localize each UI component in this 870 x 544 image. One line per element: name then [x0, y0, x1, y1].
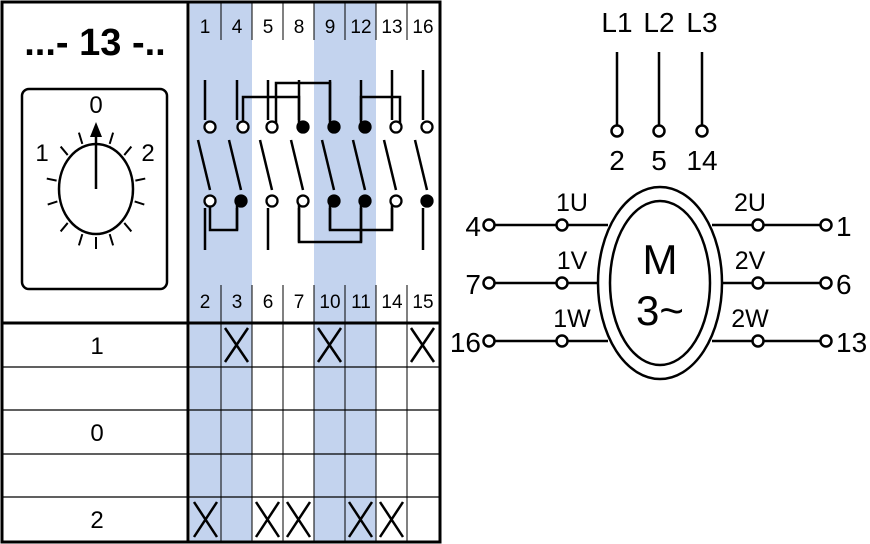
dial-tick — [123, 145, 133, 156]
supply-terminal-2: 2 — [609, 145, 625, 176]
switch-program-title: ...- 13 -.. — [24, 22, 165, 64]
contact-node — [389, 120, 403, 134]
dial-tick — [46, 177, 57, 182]
dial-tick — [134, 200, 145, 206]
motor-inner-ring — [608, 199, 712, 367]
supply-terminal-14: 14 — [686, 145, 717, 176]
contact-nodes — [203, 120, 434, 208]
terminal-1-label: 1 — [836, 211, 852, 242]
winding-1v-label: 1V — [557, 247, 588, 275]
closed-mark-x — [409, 327, 436, 363]
supply-label-l3: L3 — [686, 7, 717, 38]
contact-node — [327, 194, 341, 208]
dial-label-2: 2 — [141, 140, 154, 167]
bottom-terminal-3: 3 — [232, 292, 243, 313]
terminal-13-label: 13 — [836, 327, 867, 358]
contact-node — [265, 120, 279, 134]
winding-2v-label: 2V — [735, 247, 766, 275]
dial-tick — [108, 132, 115, 145]
motor-phase-type: 3~ — [636, 287, 684, 334]
top-terminal-5: 5 — [263, 17, 274, 38]
contact-node — [420, 194, 434, 208]
closed-mark-x — [316, 327, 343, 363]
dial-label-1: 1 — [35, 140, 48, 167]
dial-ticks — [46, 132, 146, 249]
contact-node — [203, 120, 217, 134]
winding-2w-label: 2W — [731, 305, 769, 333]
terminal-6-label: 6 — [836, 269, 852, 300]
contact-node — [234, 194, 248, 208]
contact-node — [296, 120, 310, 134]
bottom-terminal-6: 6 — [263, 292, 274, 313]
top-terminal-4: 4 — [232, 17, 243, 38]
closed-mark-x — [254, 501, 281, 538]
closed-mark-x — [378, 501, 405, 538]
winding-1u-label: 1U — [556, 189, 588, 217]
winding-1w-label: 1W — [553, 305, 591, 333]
top-terminal-8: 8 — [294, 17, 305, 38]
terminal-4-label: 4 — [465, 211, 481, 242]
position-label: 0 — [90, 420, 103, 447]
winding-terminals — [482, 218, 833, 348]
column-separators — [220, 2, 408, 542]
dial-box — [20, 87, 169, 291]
top-terminal-1: 1 — [200, 17, 211, 38]
bottom-terminal-7: 7 — [294, 292, 305, 313]
closed-contact-marks — [192, 327, 436, 538]
dial-tick — [77, 132, 84, 145]
supply-label-l1: L1 — [601, 7, 632, 38]
top-terminal-13: 13 — [381, 17, 402, 38]
bottom-terminal-2: 2 — [200, 292, 211, 313]
bottom-terminal-15: 15 — [412, 292, 433, 313]
winding-lines — [495, 223, 820, 343]
contact-node — [389, 194, 403, 208]
contact-node — [327, 120, 341, 134]
motor-circuit: L1 L2 L3 2 5 14 — [450, 7, 867, 381]
closed-mark-x — [347, 501, 374, 538]
supply-terminal-5: 5 — [651, 145, 667, 176]
contact-node — [296, 194, 310, 208]
bottom-terminal-11: 11 — [351, 292, 371, 313]
motor-symbol: M — [643, 236, 678, 283]
contact-node — [236, 120, 250, 134]
contact-node — [203, 194, 217, 208]
dial-tick — [59, 145, 69, 156]
winding-2u-label: 2U — [734, 189, 766, 217]
dial-tick — [47, 200, 58, 206]
dial-tick — [108, 233, 115, 246]
terminal-7-label: 7 — [465, 269, 481, 300]
switch-contact-wiring — [196, 70, 429, 250]
position-labels: 1 0 2 — [90, 333, 103, 534]
top-terminal-9: 9 — [325, 17, 336, 38]
terminal-16-label: 16 — [450, 327, 481, 358]
contact-node — [265, 194, 279, 208]
closed-mark-x — [285, 501, 312, 538]
dial-pointer-arrow-icon — [90, 122, 102, 137]
dial-tick — [77, 233, 84, 246]
dial-label-0: 0 — [89, 92, 102, 119]
dial-tick — [135, 177, 146, 182]
contact-node — [358, 194, 372, 208]
contact-node — [358, 120, 372, 134]
top-terminal-12: 12 — [350, 17, 371, 38]
closed-mark-x — [192, 501, 219, 538]
bottom-terminal-10: 10 — [319, 292, 340, 313]
closed-mark-x — [223, 327, 250, 363]
left-panel-frame — [0, 0, 190, 544]
position-label: 1 — [90, 333, 103, 360]
bottom-terminal-14: 14 — [381, 292, 403, 313]
motor-outer-ring — [596, 185, 724, 381]
dial-tick — [123, 222, 133, 233]
supply-label-l2: L2 — [643, 7, 674, 38]
contact-node — [420, 120, 434, 134]
position-row-dividers — [2, 366, 440, 498]
top-terminal-16: 16 — [412, 17, 433, 38]
dial-tick — [59, 222, 69, 233]
position-label: 2 — [90, 507, 103, 534]
